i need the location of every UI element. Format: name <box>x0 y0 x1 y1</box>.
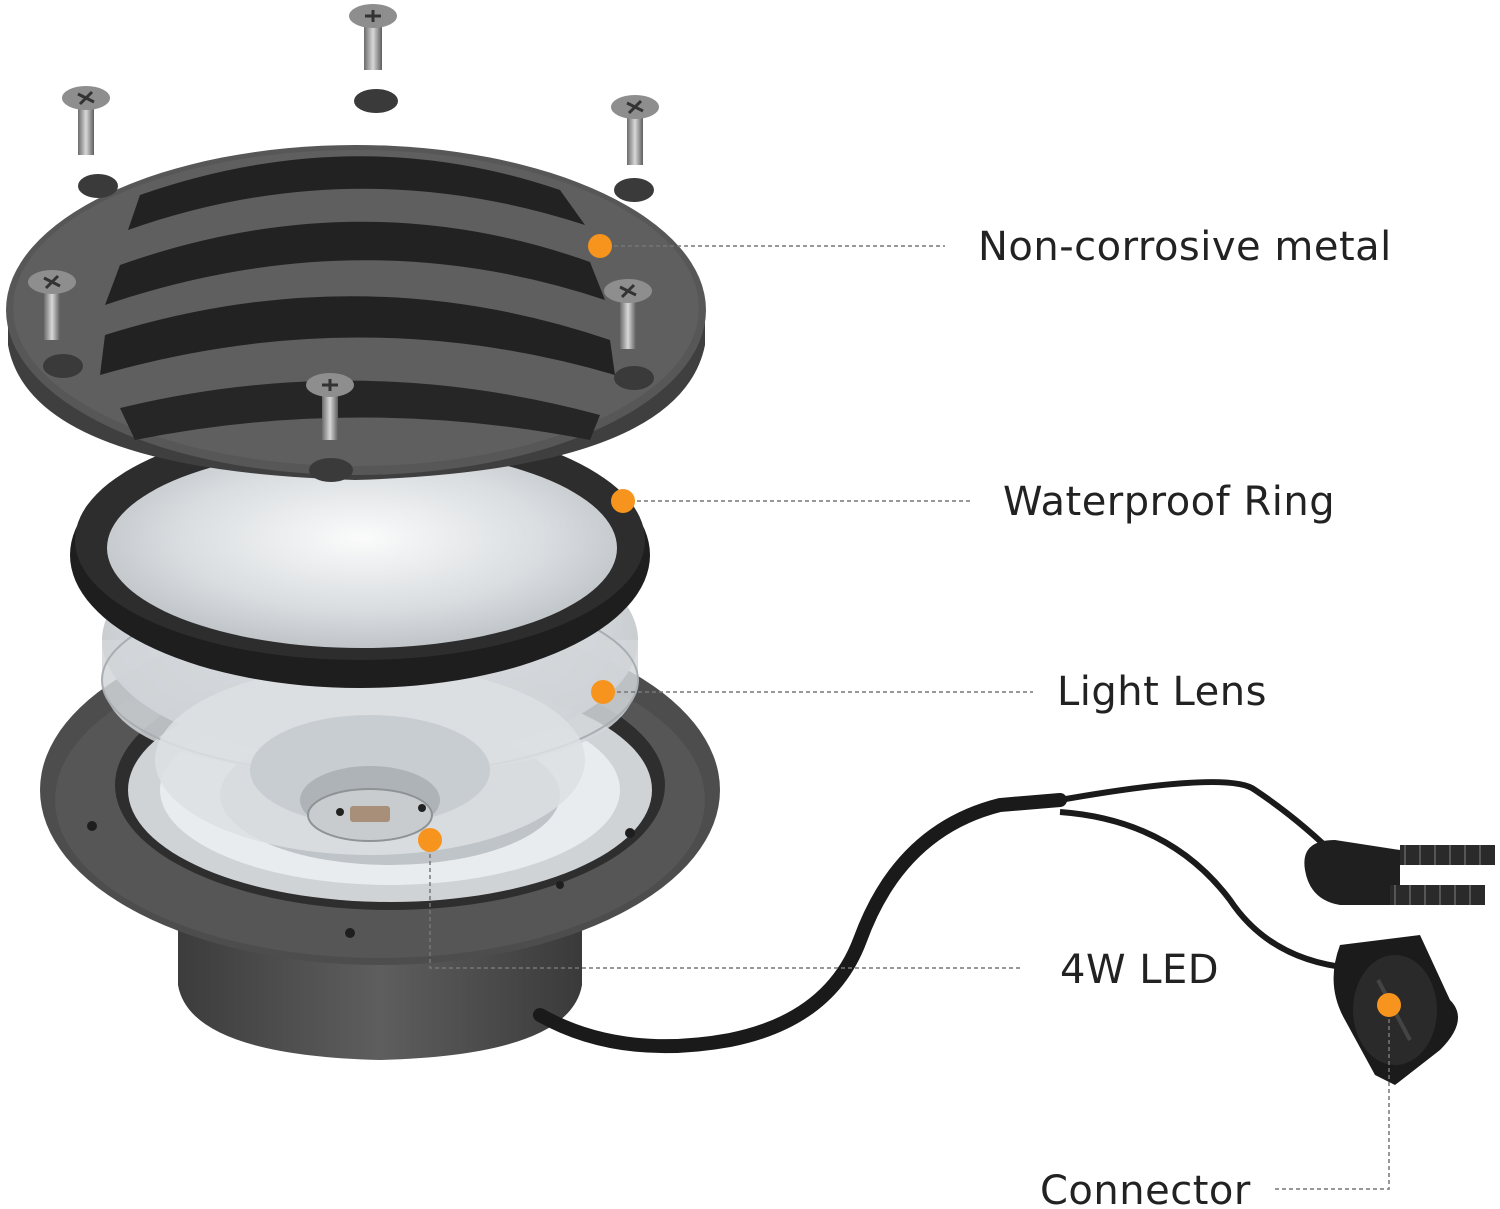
screw-right-top <box>611 95 659 165</box>
spade-connector <box>1304 840 1495 905</box>
dot-metal <box>588 234 612 258</box>
label-metal: Non-corrosive metal <box>978 224 1392 270</box>
label-lens: Light Lens <box>1057 669 1267 715</box>
metal-grille <box>6 89 706 482</box>
label-led: 4W LED <box>1060 947 1219 993</box>
callout-dots <box>418 234 1401 1017</box>
screws <box>28 4 659 440</box>
label-connector: Connector <box>1040 1168 1251 1209</box>
label-ring: Waterproof Ring <box>1003 479 1335 525</box>
dot-led <box>418 828 442 852</box>
labels: Non-corrosive metal Waterproof Ring Ligh… <box>978 224 1392 1209</box>
dot-lens <box>591 680 615 704</box>
screw-bottom <box>306 373 354 440</box>
led-module <box>307 788 433 842</box>
screw-left-top <box>62 86 110 155</box>
screw-left-mid <box>28 270 76 340</box>
screw-right-mid <box>604 279 652 349</box>
dot-connector <box>1377 993 1401 1017</box>
screw-top <box>349 4 397 70</box>
leader-led <box>429 840 1020 969</box>
waterproof-ring <box>70 420 650 688</box>
dot-ring <box>611 489 635 513</box>
leader-connector <box>1273 1005 1390 1190</box>
cable-assembly <box>533 779 1495 1085</box>
leader-lines <box>429 245 1390 1190</box>
